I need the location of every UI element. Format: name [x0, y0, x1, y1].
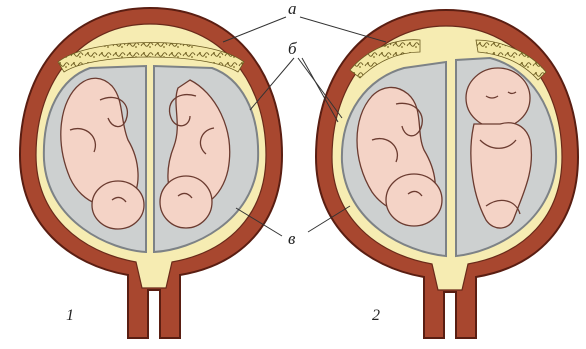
panel-2: [316, 10, 578, 338]
label-v: в: [288, 229, 296, 248]
leader-a-1: [223, 17, 286, 42]
label-a: а: [288, 0, 297, 18]
panel-number-2: 2: [372, 307, 380, 324]
panel-1: [20, 8, 282, 338]
label-b: б: [288, 39, 297, 58]
leader-a-2: [300, 17, 386, 42]
panel-number-1: 1: [66, 307, 74, 324]
